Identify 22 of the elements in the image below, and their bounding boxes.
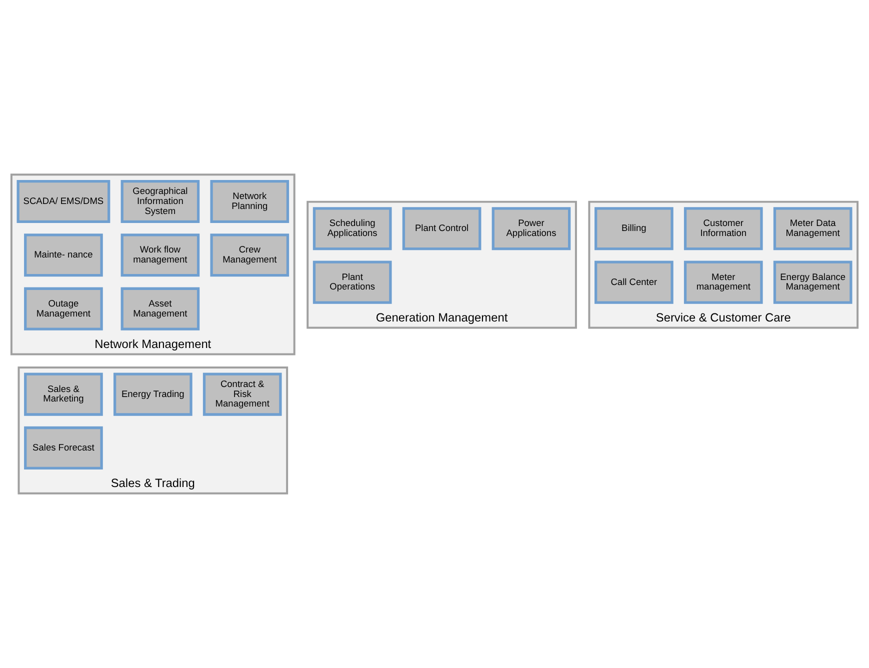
node-box: Energy Trading xyxy=(113,372,192,416)
node-box: Contract & Risk Management xyxy=(202,372,282,416)
node-box: SCADA/ EMS/DMS xyxy=(16,180,110,224)
node-box: Meter Data Management xyxy=(773,207,852,250)
node-box: Crew Management xyxy=(210,234,290,277)
node-box: Meter management xyxy=(684,260,763,304)
node-box: Billing xyxy=(594,207,674,250)
node-box: Sales & Marketing xyxy=(24,372,103,416)
node-box: Work flow management xyxy=(120,234,200,277)
node-box: Network Planning xyxy=(210,180,290,224)
node-box: Outage Management xyxy=(24,287,103,330)
node-box: Mainte- nance xyxy=(24,234,103,277)
node-box: Plant Operations xyxy=(312,260,392,304)
node-box: Plant Control xyxy=(402,207,482,250)
node-box: Sales Forecast xyxy=(24,426,103,470)
node-box: Energy Balance Management xyxy=(773,260,852,304)
node-box: Scheduling Applications xyxy=(312,207,392,250)
node-box: Call Center xyxy=(594,260,674,304)
node-box: Customer Information xyxy=(684,207,763,250)
node-box: Asset Management xyxy=(120,287,200,330)
node-box: Power Applications xyxy=(492,207,571,250)
node-box: Geographical Information System xyxy=(120,180,200,224)
